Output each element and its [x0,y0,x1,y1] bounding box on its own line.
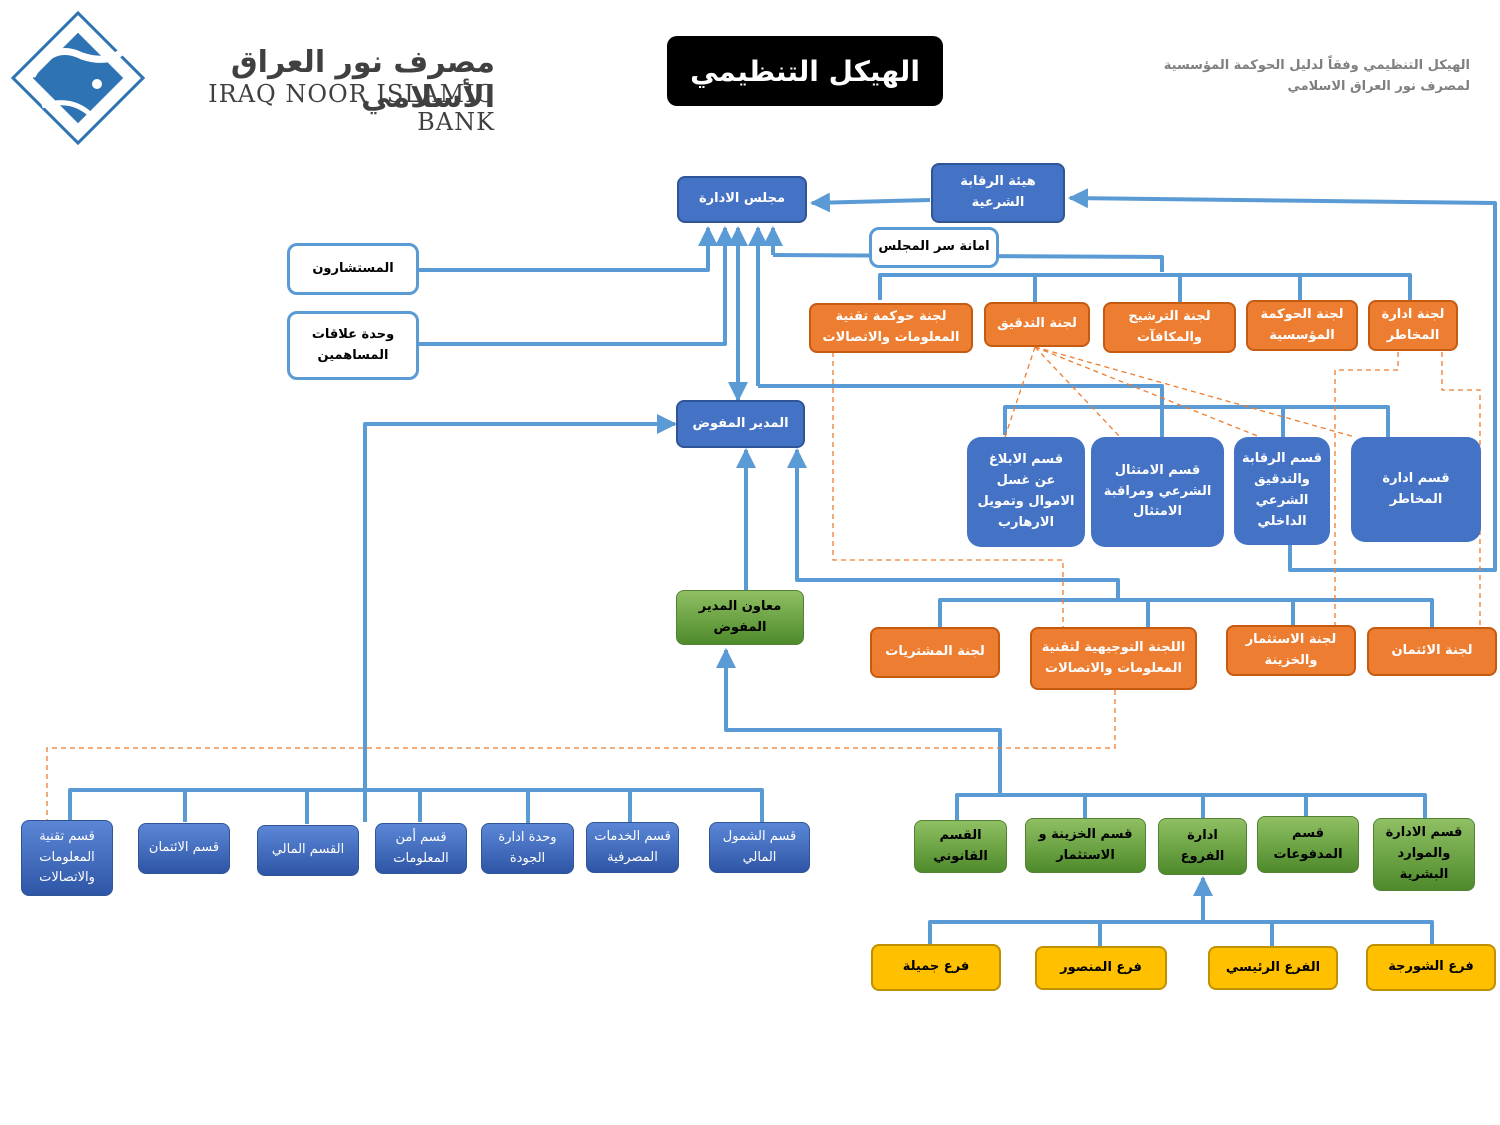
treasury-department: قسم الخزينة و الاستثمار [1025,818,1146,873]
branches-administration: ادارة الفروع [1158,818,1247,875]
bank-logo [10,10,146,146]
risk-committee: لجنة ادارة المخاطر [1368,300,1458,351]
procurement-committee: لجنة المشتريات [870,627,1000,678]
audit-committee: لجنة التدقيق [984,302,1090,347]
hr-department: قسم الادارة والموارد البشرية [1373,818,1475,891]
header-note: الهيكل التنظيمي وفقاً لدليل الحوكمة المؤ… [1080,55,1470,98]
governance-committee: لجنة الحوكمة المؤسسية [1246,300,1358,351]
board-of-directors-box: مجلس الادارة [677,176,807,223]
page-title: الهيكل التنظيمي [667,36,943,106]
compliance-department: قسم الامتثال الشرعي ومراقبة الامتثال [1091,437,1224,547]
sharia-board-box: هيئة الرقابة الشرعية [931,163,1065,223]
legal-department: القسم القانوني [914,820,1007,873]
branch-shorja: فرع الشورجة [1366,944,1496,991]
it-department: قسم تقنية المعلومات والاتصالات [21,820,113,896]
investment-committee: لجنة الاستثمار والخزينة [1226,625,1356,676]
credit-department: قسم الائتمان [138,823,230,874]
advisors-box: المستشارون [287,243,419,295]
bank-name-english: IRAQ NOOR ISLAMIC BANK [208,80,495,136]
banking-services-department: قسم الخدمات المصرفية [586,822,679,873]
risk-management-department: قسم ادارة المخاطر [1351,437,1481,542]
ceo-box: المدير المفوض [676,400,805,448]
it-governance-committee: لجنة حوكمة تقنية المعلومات والاتصالات [809,303,973,353]
payments-department: قسم المدفوعات [1257,816,1359,873]
quality-unit: وحدة ادارة الجودة [481,823,574,874]
branch-mansour: فرع المنصور [1035,946,1167,990]
deputy-ceo-box: معاون المدير المفوض [676,590,804,645]
aml-department: قسم الابلاغ عن غسل الاموال وتمويل الارها… [967,437,1085,547]
bank-name-arabic: مصرف نور العراق الأسلامي [230,45,495,115]
nomination-committee: لجنة الترشيح والمكافآت [1103,302,1236,353]
infosec-department: قسم أمن المعلومات [375,823,467,874]
credit-committee: لجنة الائتمان [1367,627,1497,676]
header-note-line2: لمصرف نور العراق الاسلامي [1287,79,1470,95]
board-secretary-box: امانة سر المجلس [869,227,999,268]
internal-audit-department: قسم الرقابة والتدقيق الشرعي الداخلي [1234,437,1330,545]
shareholder-relations-box: وحدة علاقات المساهمين [287,311,419,380]
header-note-line1: الهيكل التنظيمي وفقاً لدليل الحوكمة المؤ… [1163,58,1470,73]
branch-main: الفرع الرئيسي [1208,946,1338,990]
it-steering-committee: اللجنة التوجيهية لتقنية المعلومات والاتص… [1030,627,1197,690]
branch-jamila: فرع جميلة [871,944,1001,991]
financial-inclusion-department: قسم الشمول المالي [709,822,810,873]
finance-department: القسم المالي [257,825,359,876]
